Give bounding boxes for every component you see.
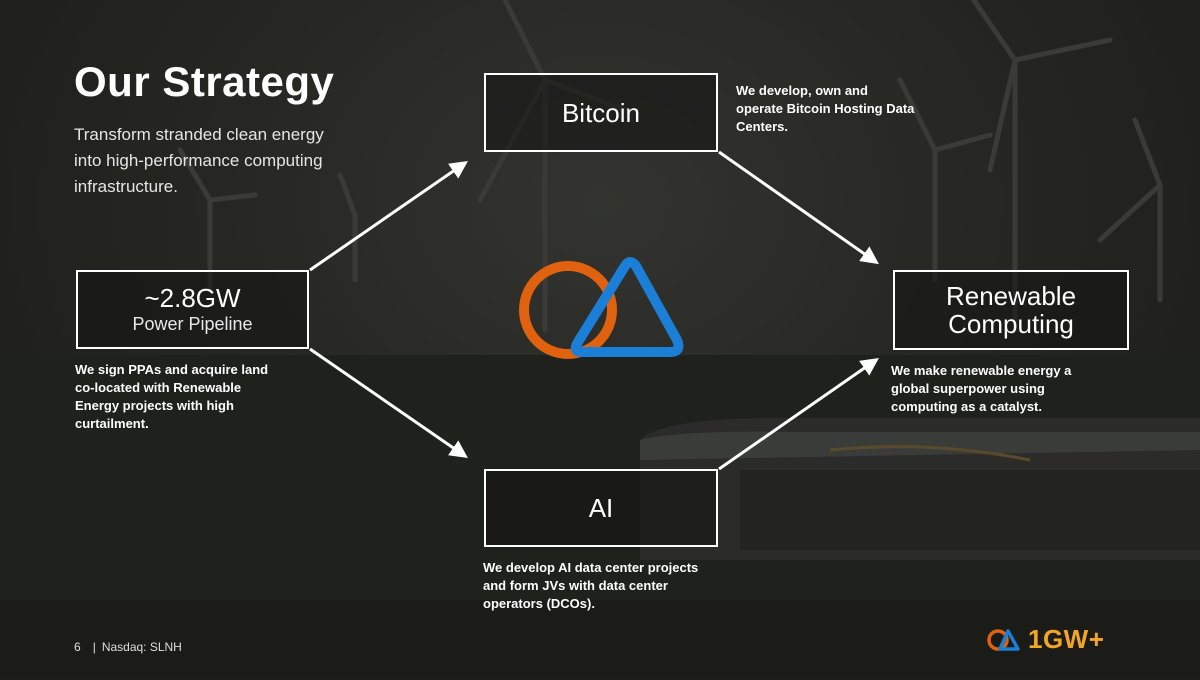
- brand-logo: 1GW+: [986, 624, 1104, 655]
- ai-label: AI: [588, 493, 614, 523]
- renewable-computing-box: Renewable Computing: [893, 270, 1129, 350]
- pipeline-label: Power Pipeline: [132, 314, 253, 334]
- ai-box: AI: [484, 469, 718, 547]
- pipeline-description: We sign PPAs and acquire land co-located…: [75, 362, 269, 431]
- footer: 6 | Nasdaq: SLNH: [74, 640, 182, 654]
- slide-title: Our Strategy: [74, 58, 335, 105]
- ai-description: We develop AI data center projects and f…: [483, 560, 699, 611]
- pipeline-box: ~2.8GW Power Pipeline: [76, 270, 309, 349]
- arrow-pipeline-to-bitcoin: [309, 160, 468, 272]
- arrow-ai-to-renewable: [718, 357, 879, 471]
- renewable-computing-label: Renewable Computing: [945, 281, 1077, 339]
- footer-separator: |: [92, 640, 96, 654]
- arrow-pipeline-to-ai: [309, 347, 468, 459]
- renewable-description: We make renewable energy a global superp…: [891, 363, 1072, 414]
- pipeline-value: ~2.8GW: [144, 283, 241, 313]
- ticker-label: Nasdaq: SLNH: [101, 640, 182, 654]
- slide-subtitle: Transform stranded clean energy into hig…: [74, 125, 324, 196]
- page-number: 6: [74, 640, 81, 654]
- company-logo-icon: [519, 257, 684, 359]
- brand-name: 1GW+: [1028, 624, 1105, 654]
- bitcoin-label: Bitcoin: [561, 97, 641, 128]
- brand-mark-icon: [987, 628, 1020, 651]
- arrow-bitcoin-to-renewable: [718, 150, 879, 265]
- bitcoin-box: Bitcoin: [484, 73, 718, 152]
- bitcoin-description: We develop, own and operate Bitcoin Host…: [736, 83, 915, 134]
